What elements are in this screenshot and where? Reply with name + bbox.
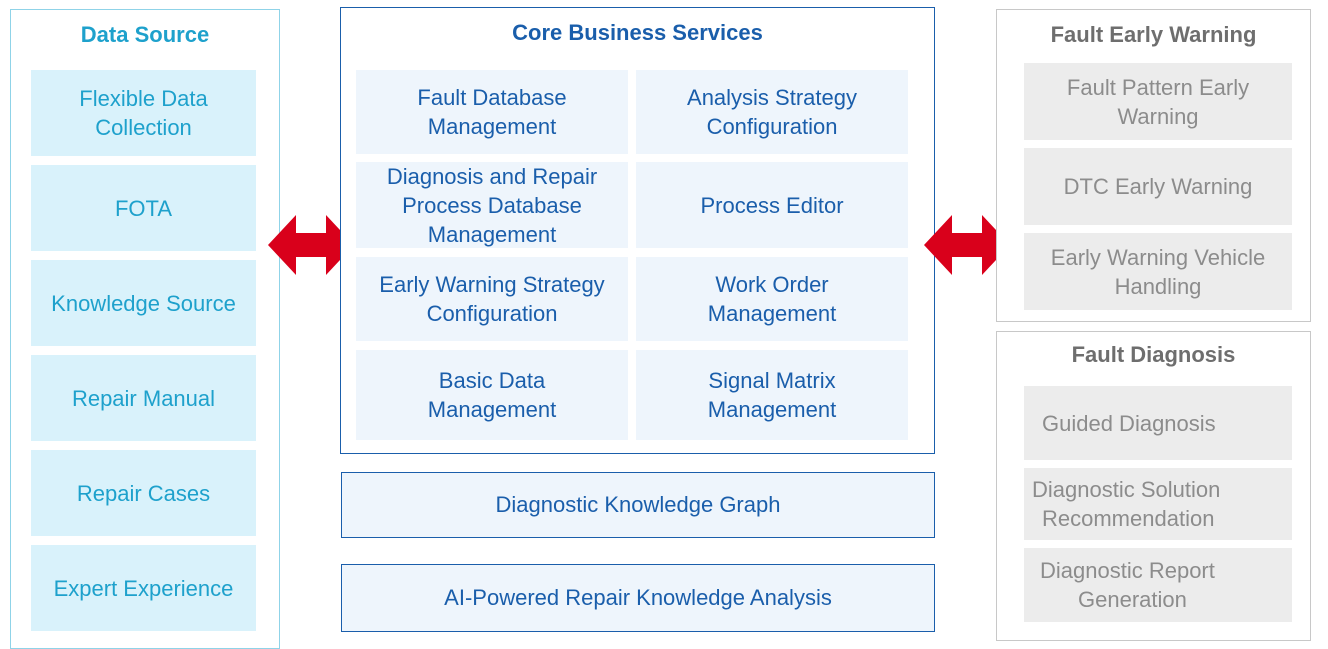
fault-diagnosis-item-report-generation: Diagnostic Report Generation bbox=[1024, 548, 1292, 622]
fault-diagnosis-item-solution-recommendation: Diagnostic Solution Recommendation bbox=[1024, 468, 1292, 540]
core-item-signal-matrix-management: Signal Matrix Management bbox=[636, 350, 908, 440]
item-line: Work Order bbox=[715, 272, 829, 297]
fault-diagnosis-item-guided: Guided Diagnosis bbox=[1024, 386, 1292, 460]
item-line: Management bbox=[427, 397, 557, 422]
core-business-services-title: Core Business Services bbox=[512, 20, 763, 45]
data-source-title: Data Source bbox=[80, 22, 210, 47]
item-line: Management bbox=[707, 397, 837, 422]
item-line: Diagnosis and Repair bbox=[386, 163, 598, 189]
item-line: Generation bbox=[1078, 587, 1187, 612]
item-line: FOTA bbox=[114, 195, 173, 221]
early-warning-item-vehicle-handling: Early Warning Vehicle Handling bbox=[1024, 233, 1292, 310]
item-line: Early Warning Vehicle bbox=[1050, 244, 1266, 270]
diagnostic-knowledge-graph-bar: Diagnostic Knowledge Graph bbox=[341, 472, 935, 538]
item-line: Signal Matrix bbox=[708, 368, 836, 393]
item-line: Flexible Data bbox=[79, 86, 208, 111]
data-source-item-repair-cases: Repair Cases bbox=[31, 450, 256, 536]
data-source-item-expert-experience: Expert Experience bbox=[31, 545, 256, 631]
item-line: Knowledge Source bbox=[51, 290, 236, 316]
item-line: Expert Experience bbox=[53, 575, 234, 601]
data-source-item-knowledge-source: Knowledge Source bbox=[31, 260, 256, 346]
item-line: Management bbox=[707, 301, 837, 326]
item-line: Recommendation bbox=[1042, 506, 1215, 531]
item-line: Analysis Strategy bbox=[687, 85, 857, 110]
item-line: Collection bbox=[95, 115, 192, 140]
item-line: Management bbox=[427, 114, 557, 139]
core-item-analysis-strategy-configuration: Analysis Strategy Configuration bbox=[636, 70, 908, 154]
data-source-item-flexible-data-collection: Flexible Data Collection bbox=[31, 70, 256, 156]
left-double-arrow-icon bbox=[268, 215, 354, 275]
item-line: Process Database bbox=[402, 192, 582, 218]
core-item-basic-data-management: Basic Data Management bbox=[356, 350, 628, 440]
item-line: Repair Manual bbox=[71, 385, 216, 411]
fault-diagnosis-title: Fault Diagnosis bbox=[1071, 342, 1236, 367]
early-warning-item-fault-pattern: Fault Pattern Early Warning bbox=[1024, 63, 1292, 140]
item-line: Fault Pattern Early bbox=[1066, 74, 1250, 100]
item-line: Warning bbox=[1117, 103, 1199, 129]
item-line: Basic Data bbox=[438, 368, 546, 393]
core-item-work-order-management: Work Order Management bbox=[636, 257, 908, 341]
item-line: Repair Cases bbox=[76, 480, 211, 506]
item-line: Fault Database bbox=[417, 85, 567, 110]
item-line: Early Warning Strategy bbox=[379, 272, 605, 297]
item-line: Configuration bbox=[426, 301, 558, 326]
item-line: Guided Diagnosis bbox=[1042, 410, 1216, 436]
fault-early-warning-title: Fault Early Warning bbox=[1050, 22, 1257, 47]
core-item-diagnosis-repair-process-database: Diagnosis and Repair Process Database Ma… bbox=[356, 162, 628, 248]
item-line: Process Editor bbox=[700, 192, 844, 218]
data-source-item-repair-manual: Repair Manual bbox=[31, 355, 256, 441]
core-item-early-warning-strategy-configuration: Early Warning Strategy Configuration bbox=[356, 257, 628, 341]
item-line: Diagnostic Solution bbox=[1032, 477, 1221, 502]
item-line: DTC Early Warning bbox=[1063, 174, 1253, 199]
bar-label: Diagnostic Knowledge Graph bbox=[495, 492, 781, 517]
data-source-item-fota: FOTA bbox=[31, 165, 256, 251]
item-line: Diagnostic Report bbox=[1040, 558, 1215, 583]
early-warning-item-dtc: DTC Early Warning bbox=[1024, 148, 1292, 225]
bar-label: AI-Powered Repair Knowledge Analysis bbox=[444, 585, 832, 610]
item-line: Handling bbox=[1114, 273, 1202, 299]
core-item-fault-database-management: Fault Database Management bbox=[356, 70, 628, 154]
core-item-process-editor: Process Editor bbox=[636, 162, 908, 248]
item-line: Configuration bbox=[706, 114, 838, 139]
right-double-arrow-icon bbox=[924, 215, 1010, 275]
ai-repair-knowledge-analysis-bar: AI-Powered Repair Knowledge Analysis bbox=[341, 564, 935, 632]
item-line: Management bbox=[427, 221, 557, 247]
